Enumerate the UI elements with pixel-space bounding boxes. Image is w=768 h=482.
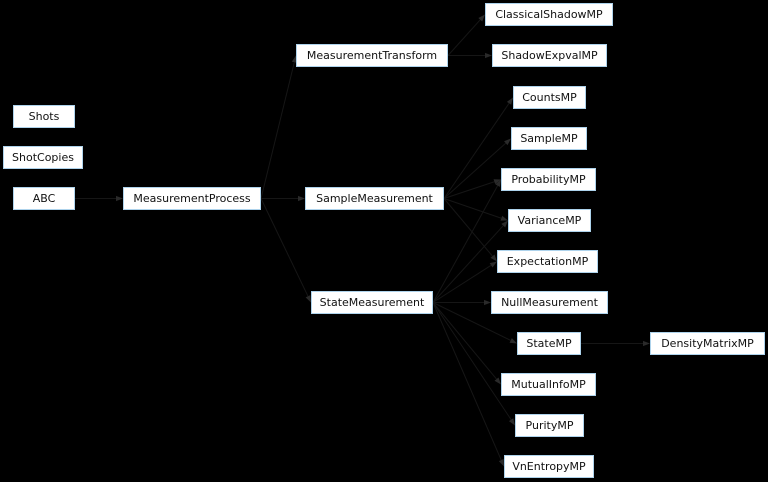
class-node-shadow-expval-mp[interactable]: ShadowExpvalMP [492,44,607,67]
class-node-vn-entropy-mp[interactable]: VnEntropyMP [504,455,594,478]
inheritance-edge-state-measurement--variance-mp [432,225,504,303]
class-node-label: NullMeasurement [501,296,598,309]
class-node-label: ClassicalShadowMP [495,8,603,21]
inheritance-edge-sample-measurement--sample-mp [443,142,507,199]
inheritance-edge-measurement-transform--classical-shadow-mp [447,19,481,56]
class-node-label: VnEntropyMP [512,460,586,473]
arrowhead-icon [291,55,297,63]
arrowhead-icon [493,179,501,185]
arrowhead-icon [643,340,650,347]
arrowhead-icon [305,295,311,303]
class-node-label: ProbabilityMP [511,173,586,186]
class-node-shot-copies[interactable]: ShotCopies [3,146,83,169]
arrowhead-icon [478,14,485,22]
inheritance-edge-measurement-process--state-measurement [260,198,309,297]
class-node-label: PurityMP [525,419,574,432]
class-node-shots[interactable]: Shots [13,105,75,128]
arrowhead-icon [509,338,517,344]
arrowhead-icon [116,195,123,202]
class-node-mutual-info-mp[interactable]: MutualInfoMP [501,373,596,396]
arrowhead-icon [504,138,511,146]
arrowhead-icon [494,377,501,385]
inheritance-edge-state-measurement--probability-mp [432,185,499,303]
inheritance-edge-sample-measurement--variance-mp [443,198,502,219]
class-node-label: StateMP [526,337,572,350]
class-node-label: DensityMatrixMP [661,337,754,350]
class-node-label: SampleMP [520,132,578,145]
class-node-label: StateMeasurement [319,296,425,309]
class-node-density-matrix-mp[interactable]: DensityMatrixMP [650,332,765,355]
inheritance-edge-state-measurement--state-mp [432,302,511,341]
class-node-label: ABC [32,192,56,205]
arrowhead-icon [484,299,491,306]
inheritance-edge-measurement-process--measurement-transform [260,62,295,199]
inheritance-edge-sample-measurement--counts-mp [443,102,510,199]
class-node-expectation-mp[interactable]: ExpectationMP [497,250,598,273]
class-node-abc[interactable]: ABC [13,187,75,210]
class-node-label: ShotCopies [12,151,74,164]
class-node-null-measurement[interactable]: NullMeasurement [491,291,608,314]
inheritance-edge-state-measurement--mutual-info-mp [432,302,497,380]
class-node-label: MutualInfoMP [511,378,586,391]
arrowhead-icon [498,459,504,467]
class-node-state-mp[interactable]: StateMP [517,332,581,355]
inheritance-edge-state-measurement--vn-entropy-mp [432,302,502,461]
class-node-label: Shots [28,110,60,123]
class-node-counts-mp[interactable]: CountsMP [513,86,586,109]
arrowhead-icon [298,195,305,202]
class-node-label: VarianceMP [517,214,582,227]
inheritance-edge-sample-measurement--probability-mp [443,181,495,199]
arrowhead-icon [489,261,497,268]
class-node-probability-mp[interactable]: ProbabilityMP [501,168,596,191]
arrowhead-icon [500,215,508,221]
inheritance-edge-state-measurement--expectation-mp [432,264,492,303]
arrowhead-icon [508,418,515,426]
class-node-measurement-transform[interactable]: MeasurementTransform [296,44,448,67]
arrowhead-icon [501,220,508,228]
arrowhead-icon [495,179,501,187]
class-node-label: CountsMP [522,91,577,104]
arrowhead-icon [490,254,497,262]
class-node-purity-mp[interactable]: PurityMP [515,414,584,437]
class-node-sample-measurement[interactable]: SampleMeasurement [305,187,444,210]
class-node-label: SampleMeasurement [316,192,433,205]
class-node-variance-mp[interactable]: VarianceMP [508,209,591,232]
class-node-label: ShadowExpvalMP [501,49,598,62]
class-node-classical-shadow-mp[interactable]: ClassicalShadowMP [485,3,613,26]
class-node-state-measurement[interactable]: StateMeasurement [311,291,433,314]
arrowhead-icon [485,52,492,59]
class-node-sample-mp[interactable]: SampleMP [511,127,587,150]
class-node-label: MeasurementProcess [133,192,251,205]
class-node-label: ExpectationMP [506,255,589,268]
class-node-label: MeasurementTransform [306,49,438,62]
class-node-measurement-process[interactable]: MeasurementProcess [123,187,261,210]
arrowhead-icon [506,97,513,105]
inheritance-edge-state-measurement--purity-mp [432,302,512,420]
